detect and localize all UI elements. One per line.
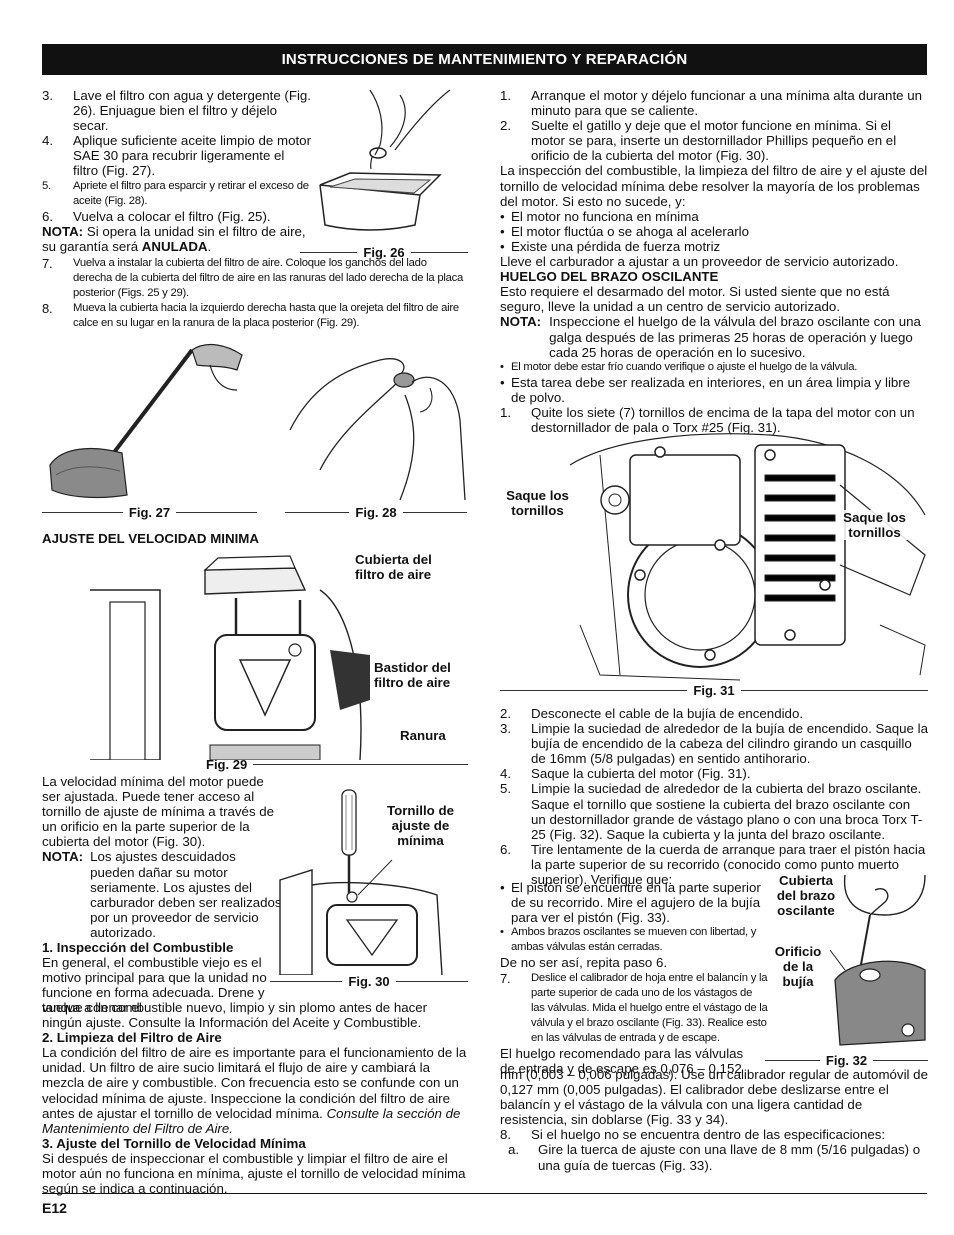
nota-warranty: NOTA: Si opera la unidad sin el filtro d…: [42, 223, 306, 254]
left-steps-7-8: 7.Vuelva a instalar la cubierta del filt…: [42, 256, 467, 331]
step-r5: 5.Limpie la suciedad de alrededor de la …: [500, 781, 923, 842]
right-bottom-final: mm (0,003 – 0,006 pulgadas). Use un cali…: [500, 1067, 928, 1173]
fig26-caption: Fig. 26: [300, 245, 468, 260]
step-7: 7.Vuelva a instalar la cubierta del filt…: [42, 256, 464, 300]
ajuste-heading: AJUSTE DEL VELOCIDAD MINIMA: [42, 531, 259, 546]
fig27-illustration: [49, 343, 243, 499]
label-tornillo: Tornillo de ajuste de mínima: [387, 803, 454, 848]
nota-huelgo: NOTA:Inspeccione el huelgo de la válvula…: [500, 314, 921, 360]
heading-ajuste-tornillo: 3. Ajuste del Tornillo de Velocidad Míni…: [42, 1135, 306, 1151]
step-4: 4.Aplique suficiente aceite limpio de mo…: [42, 133, 311, 179]
heading-inspeccion: 1. Inspección del Combustible: [42, 940, 234, 956]
fig28-illustration: [289, 358, 466, 501]
right-bottom-steps: 2.Desconecte el cable de la bujía de enc…: [500, 706, 928, 887]
step-ra: a.Gire la tuerca de ajuste con una llave…: [508, 1142, 921, 1173]
step-r2: 2.Suelte el gatillo y deje que el motor …: [500, 118, 897, 164]
fig29-illustration: [90, 555, 370, 760]
fig27-caption: Fig. 27: [42, 505, 257, 520]
fig28-caption: Fig. 28: [285, 505, 467, 520]
nota-ajustes: NOTA:Los ajustes descuidados pueden daña…: [42, 849, 282, 940]
step-r8: 8.Si el huelgo no se encuentra dentro de…: [500, 1127, 886, 1143]
heading-limpieza: 2. Limpieza del Filtro de Aire: [42, 1030, 222, 1046]
fig31-caption: Fig. 31: [500, 683, 928, 698]
label-cubierta-filtro: Cubierta del filtro de aire: [355, 552, 432, 582]
step-r1: 1.Arranque el motor y déjelo funcionar a…: [500, 88, 923, 119]
fig32-caption: Fig. 32: [765, 1053, 928, 1068]
fig32-illustration: [830, 874, 926, 1046]
fig31-illustration: [569, 433, 926, 681]
label-ranura: Ranura: [400, 728, 446, 743]
label-cubierta-brazo: Cubierta del brazo oscilante: [776, 873, 836, 918]
left-top-steps: 3.Lave el filtro con agua y detergente (…: [42, 88, 312, 254]
fig30-caption: Fig. 30: [270, 974, 468, 989]
step-3: 3.Lave el filtro con agua y detergente (…: [42, 88, 312, 134]
right-bottom-narrow: El pistón se encuentre en la parte super…: [500, 880, 768, 1076]
left-intro: La velocidad mínima del motor puede ser …: [42, 774, 282, 1016]
label-orificio: Orificio de la bujía: [774, 944, 822, 989]
right-top-text: 1.Arranque el motor y déjelo funcionar a…: [500, 88, 928, 435]
step-r4: 4.Saque la cubierta del motor (Fig. 31).: [500, 766, 751, 782]
step-6: 6.Vuelva a colocar el filtro (Fig. 25).: [42, 208, 271, 224]
step-r2b: 2.Desconecte el cable de la bujía de enc…: [500, 706, 804, 721]
section-header: INSTRUCCIONES DE MANTENIMIENTO Y REPARAC…: [42, 44, 927, 75]
page-number: E12: [42, 1200, 67, 1216]
fig29-caption: Fig. 29: [200, 757, 468, 772]
footer-rule: [42, 1193, 927, 1194]
left-bottom-text: tanque con combustible nuevo, limpio y s…: [42, 1000, 467, 1197]
step-5: 5.Apriete el filtro para esparcir y reti…: [42, 179, 309, 207]
step-r1b: 1.Quite los siete (7) tornillos de encim…: [500, 404, 915, 436]
label-saque-right: Saque los tornillos: [837, 510, 912, 540]
step-8: 8.Mueva la cubierta hacia la izquierdo d…: [42, 301, 459, 330]
fig30-illustration: [279, 789, 443, 975]
label-bastidor: Bastidor del filtro de aire: [374, 660, 451, 690]
label-saque-left: Saque los tornillos: [506, 488, 569, 518]
heading-huelgo: HUELGO DEL BRAZO OSCILANTE: [500, 269, 719, 285]
fig26-illustration: [319, 89, 451, 231]
step-r7: 7.Deslice el calibrador de hoja entre el…: [500, 970, 768, 1044]
step-r3: 3.Limpie la suciedad de alrededor de la …: [500, 721, 928, 767]
